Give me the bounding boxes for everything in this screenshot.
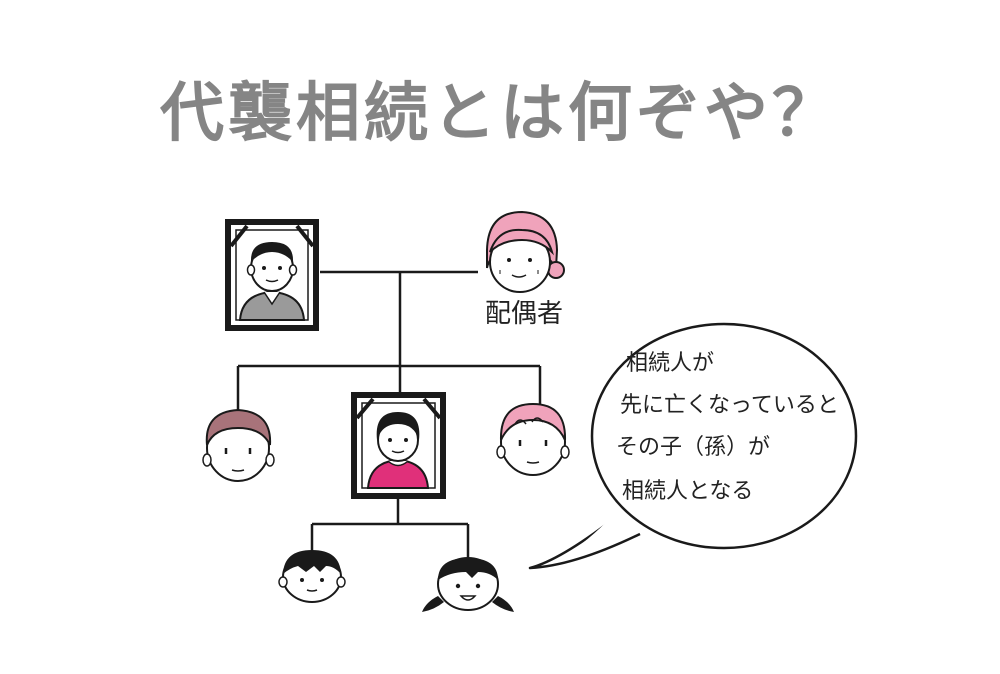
- deceased-grandfather-portrait: [225, 219, 319, 331]
- deceased-parent-portrait: [351, 392, 446, 499]
- grandchild-girl: [422, 557, 514, 612]
- bubble-line-2: 先に亡くなっていると: [620, 393, 839, 418]
- tree-lines: [236, 270, 542, 560]
- page-title: 代襲相続とは何ぞや？: [160, 77, 840, 151]
- child-right: [496, 402, 570, 476]
- spouse-grandmother: [486, 210, 565, 293]
- grandchild-boy: [278, 550, 346, 603]
- bubble-line-1: 相続人が: [626, 351, 714, 376]
- child-left: [202, 408, 275, 482]
- bubble-line-4: 相続人となる: [622, 479, 753, 504]
- speech-bubble: [528, 322, 858, 570]
- spouse-label: 配偶者: [485, 299, 563, 329]
- bubble-line-3: その子（孫）が: [616, 435, 770, 460]
